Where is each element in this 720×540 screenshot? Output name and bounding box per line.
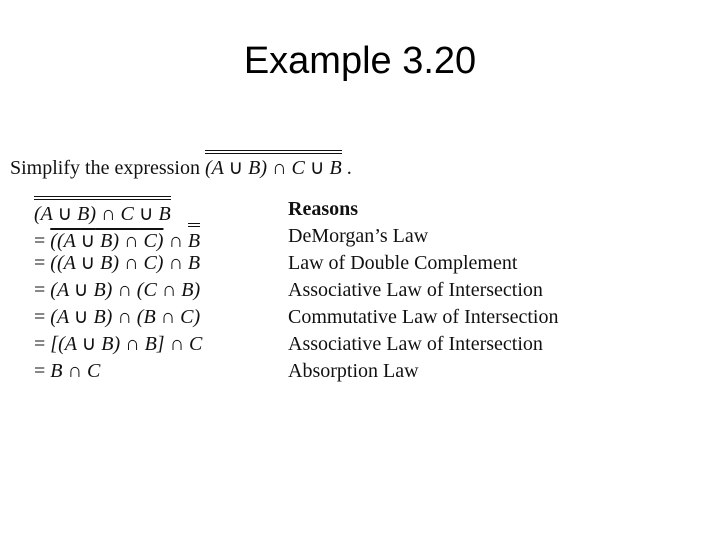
step-row: = ((A ∪ B) ∩ C) ∩ B: [34, 223, 202, 252]
prompt-end: .: [346, 157, 352, 179]
step-row: (A ∪ B) ∩ C ∪ B: [34, 196, 202, 225]
reason-item: Commutative Law of Intersection: [288, 306, 559, 328]
step-row: = [(A ∪ B) ∩ B] ∩ C: [34, 333, 203, 355]
derivation-steps: (A ∪ B) ∩ C ∪ B = ((A ∪ B) ∩ C) ∩ B = ((…: [34, 196, 202, 385]
step-row: = (A ∪ B) ∩ (C ∩ B): [34, 279, 201, 301]
reason-item: Associative Law of Intersection: [288, 333, 543, 355]
reason-item: DeMorgan’s Law: [288, 225, 429, 247]
prompt-text: Simplify the expression: [10, 157, 200, 179]
slide-title: Example 3.20: [243, 40, 477, 82]
prompt-expression: (A ∪ B) ∩ C ∪ B: [204, 150, 347, 179]
reason-item: Law of Double Complement: [288, 252, 518, 274]
reasons-column: Reasons DeMorgan’s Law Law of Double Com…: [288, 196, 558, 385]
reason-item: Associative Law of Intersection: [288, 279, 543, 301]
step-row: = ((A ∪ B) ∩ C) ∩ B: [34, 252, 201, 274]
reasons-header: Reasons: [288, 198, 359, 220]
step-row: = (A ∪ B) ∩ (B ∩ C): [34, 306, 201, 328]
reason-item: Absorption Law: [288, 360, 419, 382]
step-row: = B ∩ C: [34, 360, 101, 382]
problem-statement: Simplify the expression (A ∪ B) ∩ C ∪ B …: [10, 150, 352, 180]
